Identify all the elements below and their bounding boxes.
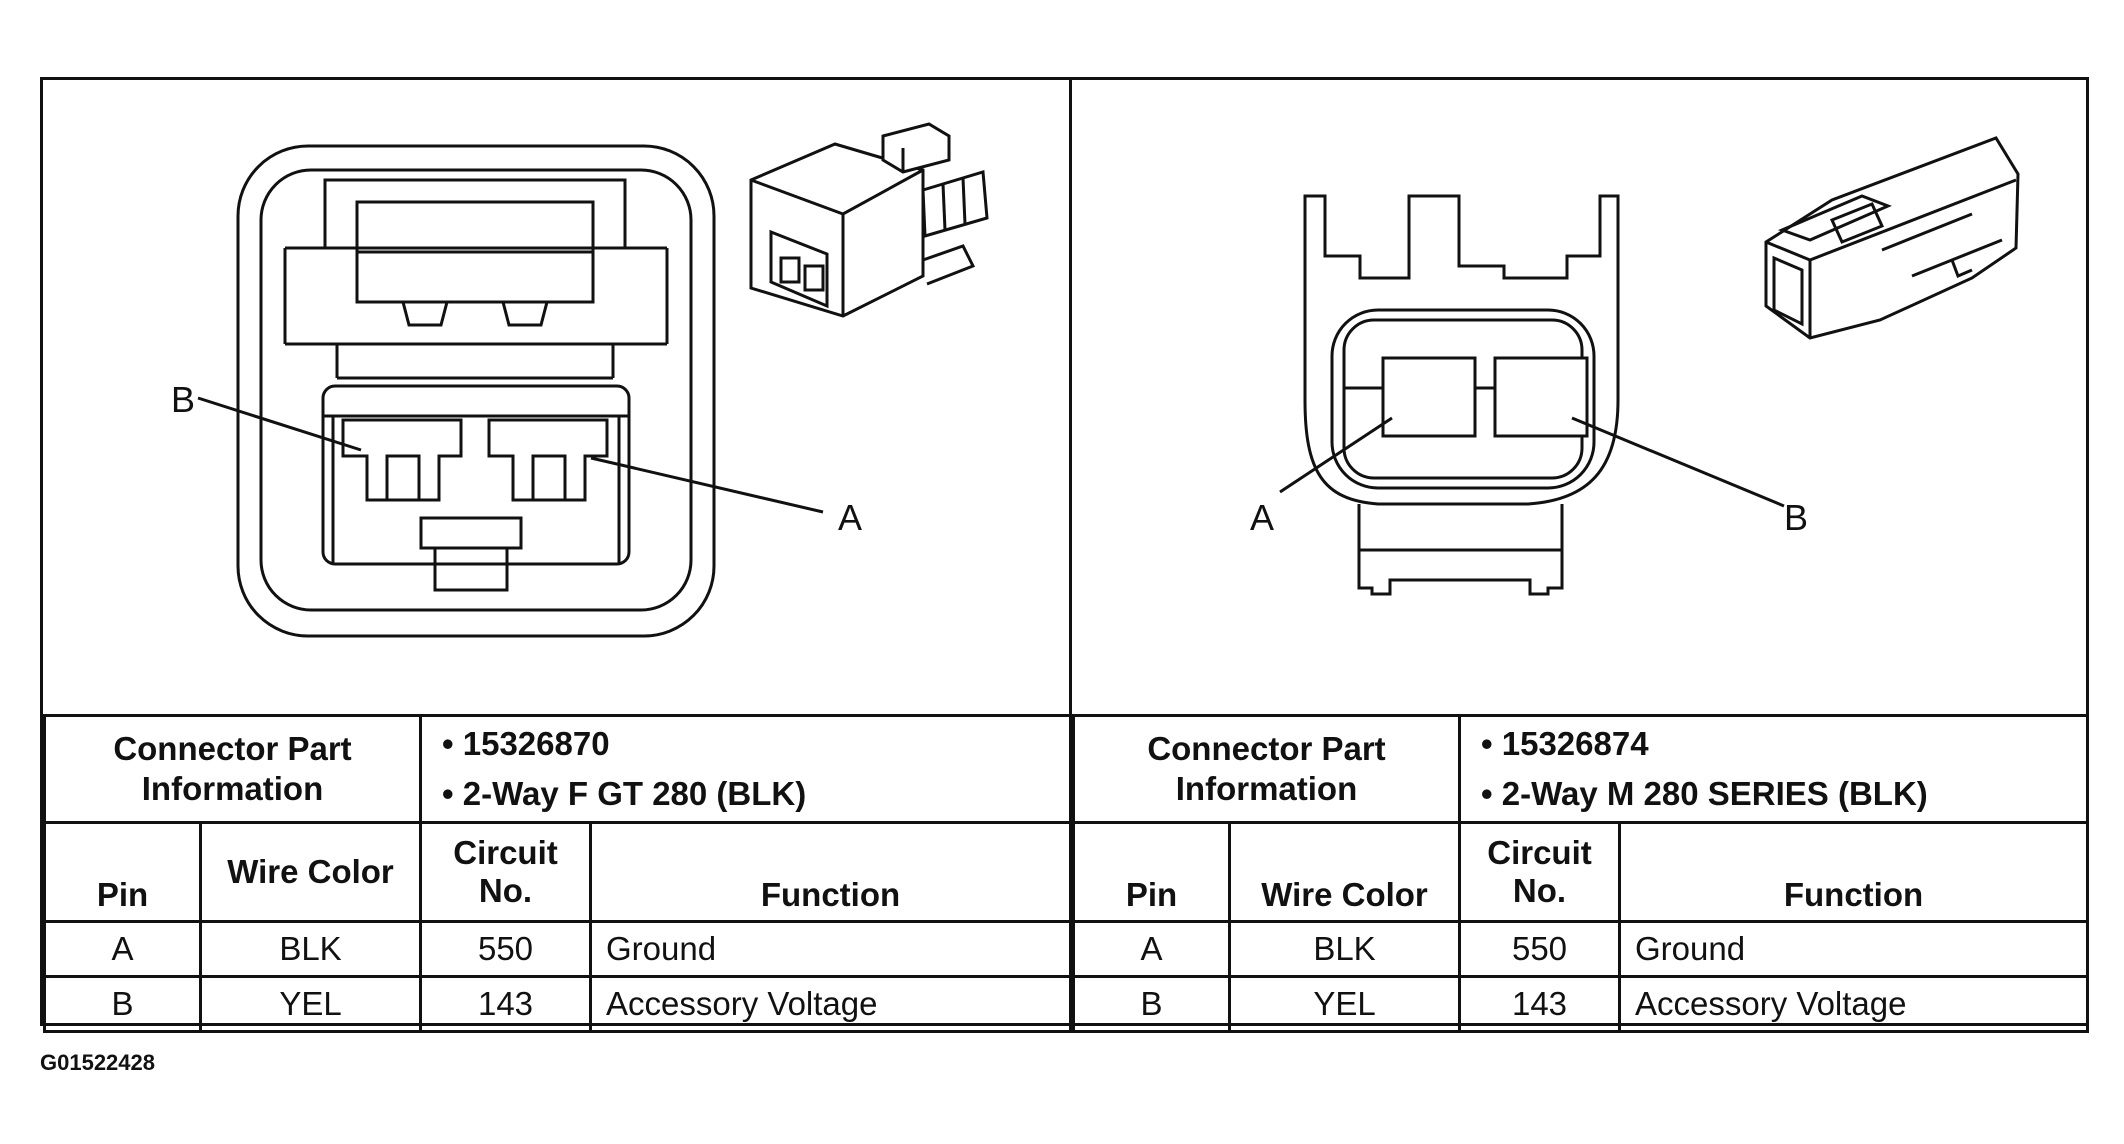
pin-cell: A xyxy=(43,920,202,978)
latch-tab xyxy=(355,250,595,304)
connector-inner-shell xyxy=(259,168,693,612)
callout-b-label: B xyxy=(1784,497,1808,538)
wire-color-cell: BLK xyxy=(1228,920,1461,978)
pin-header: Pin xyxy=(43,821,202,923)
circuit-no-cell: 143 xyxy=(1458,975,1621,1033)
pin-cavity xyxy=(1330,308,1596,490)
pin-header: Pin xyxy=(1072,821,1231,923)
circuit-no-header: Circuit No. xyxy=(1458,821,1621,923)
housing-outline xyxy=(1303,194,1620,506)
table-row: A BLK 550 Ground xyxy=(1072,920,2089,978)
callout-line-a xyxy=(1279,416,1393,494)
function-cell: Accessory Voltage xyxy=(589,975,1072,1033)
female-connector-drawing: B A xyxy=(171,122,989,638)
table-row: B YEL 143 Accessory Voltage xyxy=(43,975,1072,1033)
pin-a xyxy=(1381,356,1477,438)
female-connector-table: Connector Part Information 15326870 2-Wa… xyxy=(43,714,1072,1033)
callout-line-b xyxy=(197,396,362,452)
table-row: B YEL 143 Accessory Voltage xyxy=(1072,975,2089,1033)
function-cell: Ground xyxy=(589,920,1072,978)
part-number: 15326874 xyxy=(1481,719,2072,769)
connector-part-info-label: Connector Part Information xyxy=(43,714,422,824)
latch-frame xyxy=(323,178,627,248)
callout-a-label: A xyxy=(1250,497,1274,538)
circuit-no-cell: 550 xyxy=(1458,920,1621,978)
function-cell: Accessory Voltage xyxy=(1618,975,2089,1033)
pin-cell: A xyxy=(1072,920,1231,978)
circuit-no-cell: 550 xyxy=(419,920,592,978)
female-connector-panel: B A xyxy=(43,80,1072,714)
wire-color-header: Wire Color xyxy=(1228,821,1461,923)
wire-color-cell: BLK xyxy=(199,920,422,978)
part-description: 2-Way M 280 SERIES (BLK) xyxy=(1481,769,2072,819)
connector-figure: B A xyxy=(40,77,2089,1033)
wire-color-cell: YEL xyxy=(1228,975,1461,1033)
wire-color-header: Wire Color xyxy=(199,821,422,923)
male-connector-panel: A B xyxy=(1072,80,2086,714)
connector-part-info-values: 15326874 2-Way M 280 SERIES (BLK) xyxy=(1458,714,2089,824)
terminal-b xyxy=(341,418,463,502)
part-number: 15326870 xyxy=(442,719,1055,769)
connector-outer-shell xyxy=(236,144,716,638)
terminal-cavity xyxy=(321,384,631,566)
connector-part-info-label: Connector Part Information xyxy=(1072,714,1461,824)
function-header: Function xyxy=(1618,821,2089,923)
part-description: 2-Way F GT 280 (BLK) xyxy=(442,769,1055,819)
wire-color-cell: YEL xyxy=(199,975,422,1033)
male-connector-drawing: A B xyxy=(1250,136,2020,596)
male-connector-3d-view xyxy=(1764,136,2020,340)
terminal-a xyxy=(487,418,609,502)
bottom-latch xyxy=(1357,504,1564,596)
callout-line-a xyxy=(590,456,824,514)
bottom-key xyxy=(419,516,523,550)
function-header: Function xyxy=(589,821,1072,923)
circuit-no-cell: 143 xyxy=(419,975,592,1033)
callout-b-label: B xyxy=(171,379,195,420)
pin-cell: B xyxy=(43,975,202,1033)
callout-line-b xyxy=(1571,416,1785,508)
circuit-no-header: Circuit No. xyxy=(419,821,592,923)
callout-a-label: A xyxy=(838,497,862,538)
function-cell: Ground xyxy=(1618,920,2089,978)
pin-b xyxy=(1493,356,1589,438)
connector-part-info-values: 15326870 2-Way F GT 280 (BLK) xyxy=(419,714,1072,824)
male-connector-table: Connector Part Information 15326874 2-Wa… xyxy=(1072,714,2089,1033)
table-row: A BLK 550 Ground xyxy=(43,920,1072,978)
pin-cell: B xyxy=(1072,975,1231,1033)
figure-code: G01522428 xyxy=(40,1050,155,1075)
female-connector-3d-view xyxy=(749,122,989,318)
latch-top xyxy=(355,200,595,254)
